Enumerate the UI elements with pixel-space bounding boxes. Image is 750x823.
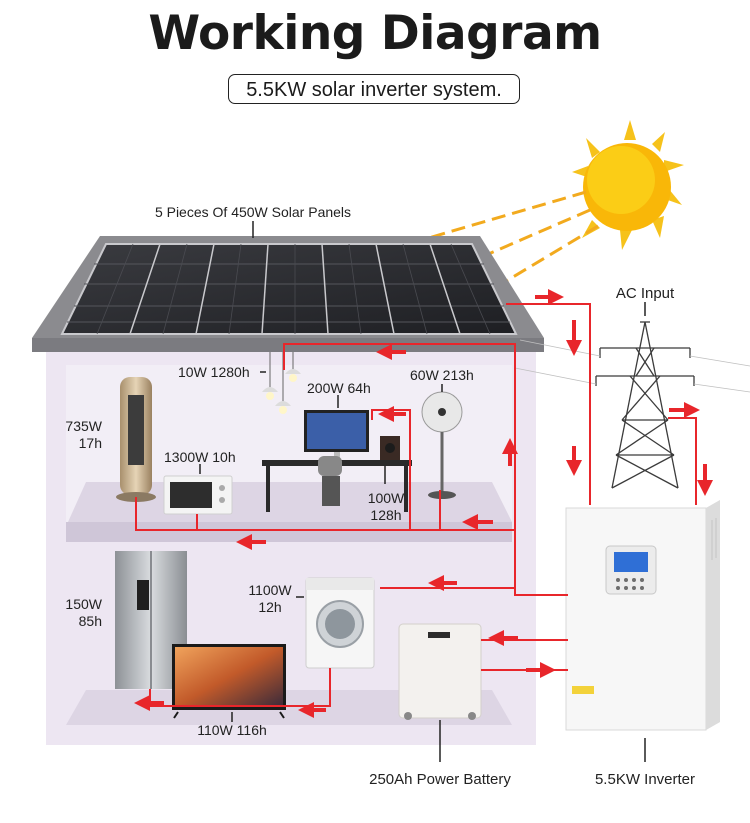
computer-label: 200W 64h — [307, 380, 371, 396]
battery-unit — [398, 623, 482, 720]
tv-icon — [172, 644, 286, 719]
inverter-unit — [565, 500, 720, 731]
standing-fan-icon — [421, 391, 463, 499]
standing-fan-label: 60W 213h — [410, 367, 474, 383]
speaker-hours-label: 128h — [370, 507, 402, 523]
tower-fan-watt-label: 735W — [65, 418, 102, 434]
washing-machine-icon — [305, 577, 375, 669]
tower-fan-icon — [116, 377, 156, 502]
page-subtitle: 5.5KW solar inverter system. — [228, 74, 520, 104]
solar-panel-array — [60, 243, 518, 335]
inverter-label: 5.5KW Inverter — [594, 771, 696, 788]
battery-label: 250Ah Power Battery — [369, 771, 511, 788]
fridge-hours-label: 85h — [78, 613, 102, 629]
tv-label: 110W 116h — [197, 722, 267, 738]
page-title: Working Diagram — [148, 6, 602, 61]
transmission-tower-icon — [514, 321, 750, 489]
speaker-icon — [380, 436, 400, 460]
washer-watt-label: 1100W — [248, 582, 292, 598]
microwave-icon — [163, 475, 233, 515]
computer-icon — [262, 410, 412, 512]
ac-input-label: AC Input — [615, 285, 675, 302]
lamp-label: 10W 1280h — [178, 364, 250, 380]
solar-panels-label: 5 Pieces Of 450W Solar Panels — [154, 204, 352, 220]
washer-hours-label: 12h — [258, 599, 282, 615]
speaker-watt-label: 100W — [367, 490, 405, 506]
microwave-label: 1300W 10h — [164, 449, 236, 465]
fridge-watt-label: 150W — [65, 596, 102, 612]
flow-arrows — [134, 289, 713, 718]
tower-fan-hours-label: 17h — [78, 435, 102, 451]
